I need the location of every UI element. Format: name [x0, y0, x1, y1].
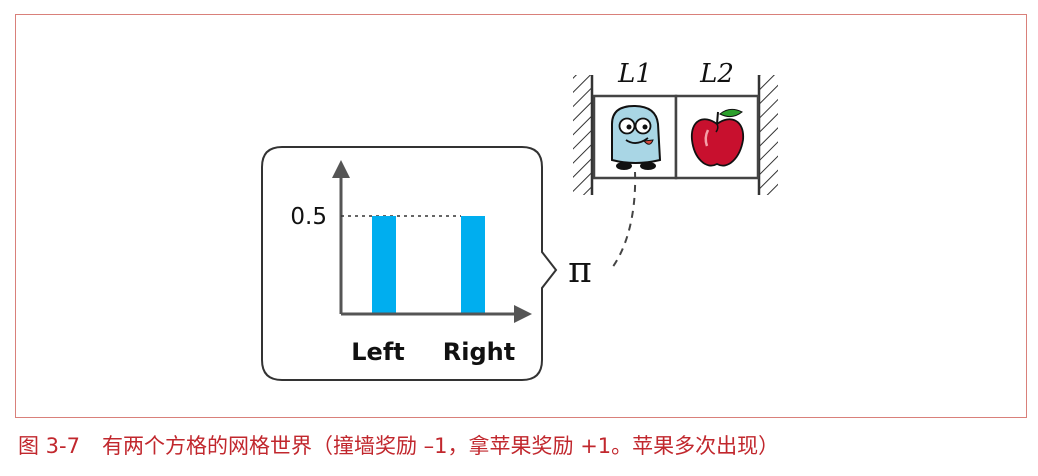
left-wall [573, 75, 594, 195]
caption-number: 图 3-7 [18, 434, 80, 458]
x-axis-arrow [514, 305, 532, 323]
cell-label-l2: L2 [699, 59, 734, 89]
policy-connector [611, 171, 637, 269]
bar-right [461, 216, 485, 313]
y-axis-arrow [332, 160, 350, 178]
figure-frame [15, 14, 1027, 418]
robot-icon [611, 104, 662, 170]
policy-bubble [261, 146, 558, 381]
policy-symbol: π [568, 250, 592, 291]
apple-icon [691, 108, 744, 167]
y-tick-label: 0.5 [290, 204, 327, 230]
bar-left [372, 216, 396, 313]
caption-text: 有两个方格的网格世界（撞墙奖励 –1，拿苹果奖励 +1。苹果多次出现） [101, 434, 780, 458]
cell-label-l1: L1 [617, 59, 652, 89]
right-wall [757, 75, 778, 195]
figure-caption: 图 3-7 有两个方格的网格世界（撞墙奖励 –1，拿苹果奖励 +1。苹果多次出现） [18, 426, 779, 466]
category-label-right: Right [443, 338, 515, 366]
category-label-left: Left [351, 338, 404, 366]
